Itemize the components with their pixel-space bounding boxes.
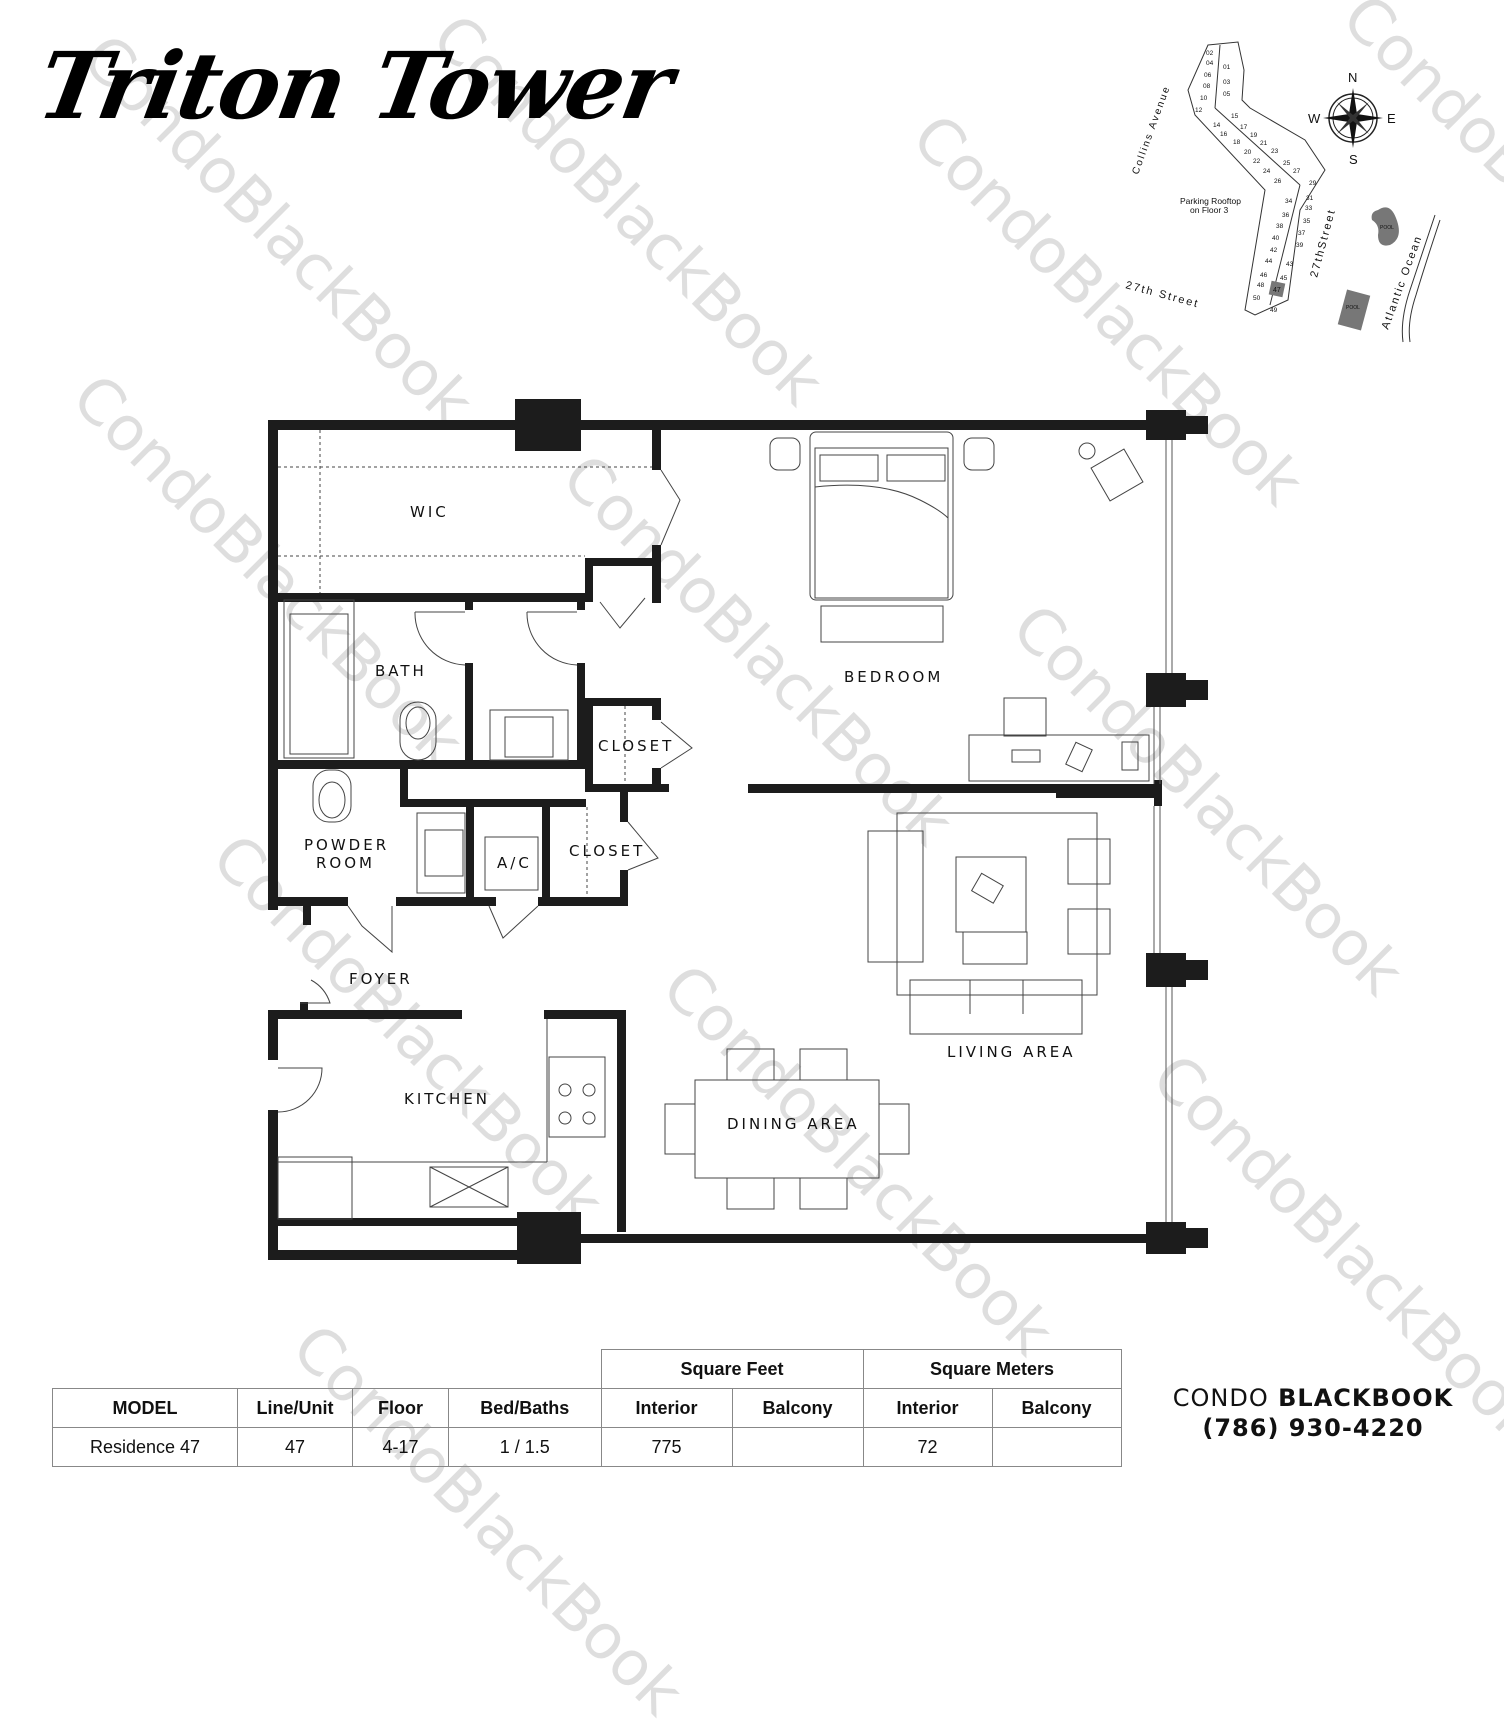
pool-label: POOL xyxy=(1346,305,1360,311)
header-sqft-balcony: Balcony xyxy=(731,1388,864,1428)
room-label-bath: BATH xyxy=(375,662,427,680)
windows xyxy=(1153,440,1173,1222)
room-label-living-area: LIVING AREA xyxy=(947,1043,1076,1061)
svg-text:08: 08 xyxy=(1203,83,1211,90)
brand-name-blackbook: BLACKBOOK xyxy=(1278,1384,1454,1412)
walls xyxy=(268,399,1208,1264)
svg-text:21: 21 xyxy=(1260,140,1268,147)
svg-text:36: 36 xyxy=(1282,212,1290,219)
cell-floor: 4-17 xyxy=(352,1427,449,1467)
svg-text:39: 39 xyxy=(1296,242,1304,249)
cell-sqft-interior: 775 xyxy=(600,1427,733,1467)
svg-text:44: 44 xyxy=(1265,258,1273,265)
group-header-square-feet: Square Feet xyxy=(600,1349,864,1389)
cell-bed-baths: 1 / 1.5 xyxy=(448,1427,602,1467)
brand-name-condo: CONDO xyxy=(1172,1384,1269,1412)
parking-note-line2: on Floor 3 xyxy=(1190,205,1229,215)
header-model: MODEL xyxy=(52,1388,238,1428)
svg-text:38: 38 xyxy=(1276,223,1284,230)
svg-text:06: 06 xyxy=(1204,72,1212,79)
room-label-ac: A/C xyxy=(497,854,532,872)
room-label-bedroom: BEDROOM xyxy=(844,668,943,686)
room-label-foyer: FOYER xyxy=(349,970,413,988)
room-label-closet-1: CLOSET xyxy=(598,737,674,755)
room-label-dining-area: DINING AREA xyxy=(727,1115,860,1133)
svg-text:03: 03 xyxy=(1223,79,1231,86)
svg-text:31: 31 xyxy=(1306,195,1314,202)
svg-text:20: 20 xyxy=(1244,149,1252,156)
highlighted-unit-47 xyxy=(1268,280,1286,298)
svg-text:42: 42 xyxy=(1270,247,1278,254)
room-label-powder-room: ROOM xyxy=(316,854,375,872)
svg-text:10: 10 xyxy=(1200,95,1208,102)
svg-text:12: 12 xyxy=(1195,107,1203,114)
svg-text:26: 26 xyxy=(1274,178,1282,185)
svg-text:19: 19 xyxy=(1250,132,1258,139)
unit-47-label: 47 xyxy=(1273,287,1281,294)
key-plan: 47 02 04 01 06 03 08 05 10 12 14 15 16 17 18 19 20… xyxy=(1124,41,1441,343)
room-label-powder: POWDER xyxy=(304,836,389,854)
svg-text:18: 18 xyxy=(1233,139,1241,146)
compass-w: W xyxy=(1308,111,1321,126)
compass-s: S xyxy=(1349,152,1358,167)
svg-text:35: 35 xyxy=(1303,218,1311,225)
svg-text:17: 17 xyxy=(1240,124,1248,131)
floor-plan: WIC BATH CLOSET BEDROOM POWDER ROOM A/C … xyxy=(268,399,1208,1264)
brand-phone[interactable]: (786) 930-4220 xyxy=(1202,1414,1424,1442)
unit-specs-table: Square Feet Square Meters MODEL Line/Uni… xyxy=(52,1349,1122,1467)
pool-label: POOL xyxy=(1380,225,1394,231)
svg-text:49: 49 xyxy=(1270,307,1278,314)
svg-text:16: 16 xyxy=(1220,131,1228,138)
pool-kidney-icon xyxy=(1371,207,1399,246)
svg-text:14: 14 xyxy=(1213,122,1221,129)
svg-text:23: 23 xyxy=(1271,148,1279,155)
svg-text:43: 43 xyxy=(1286,261,1294,268)
svg-text:40: 40 xyxy=(1272,235,1280,242)
cell-line-unit: 47 xyxy=(237,1427,353,1467)
svg-text:15: 15 xyxy=(1231,113,1239,120)
svg-text:29: 29 xyxy=(1309,180,1317,187)
header-line-unit: Line/Unit xyxy=(237,1388,353,1428)
header-bed-baths: Bed/Baths xyxy=(448,1388,602,1428)
header-floor: Floor xyxy=(352,1388,449,1428)
room-label-kitchen: KITCHEN xyxy=(404,1090,490,1108)
cell-sqft-balcony xyxy=(731,1427,864,1467)
shoreline-2 xyxy=(1408,219,1441,343)
header-sqft-interior: Interior xyxy=(600,1388,733,1428)
svg-text:45: 45 xyxy=(1280,275,1288,282)
header-sqm-balcony: Balcony xyxy=(991,1388,1122,1428)
cell-sqm-interior: 72 xyxy=(862,1427,993,1467)
room-label-closet-2: CLOSET xyxy=(569,842,645,860)
compass-e: E xyxy=(1387,111,1396,126)
pool-rect-icon xyxy=(1337,289,1371,331)
group-header-square-meters: Square Meters xyxy=(862,1349,1122,1389)
svg-text:46: 46 xyxy=(1260,272,1268,279)
cell-model: Residence 47 xyxy=(52,1427,238,1467)
svg-text:04: 04 xyxy=(1206,60,1214,67)
cell-sqm-balcony xyxy=(991,1427,1122,1467)
fixtures xyxy=(277,430,1150,1220)
svg-text:34: 34 xyxy=(1285,198,1293,205)
svg-text:25: 25 xyxy=(1283,160,1291,167)
svg-text:27: 27 xyxy=(1293,168,1301,175)
svg-text:37: 37 xyxy=(1298,230,1306,237)
room-label-wic: WIC xyxy=(410,503,449,521)
brand-block: CONDO BLACKBOOK (786) 930-4220 xyxy=(1148,1383,1478,1443)
svg-text:02: 02 xyxy=(1206,50,1214,57)
svg-text:01: 01 xyxy=(1223,64,1231,71)
compass-n: N xyxy=(1348,70,1357,85)
header-sqm-interior: Interior xyxy=(862,1388,993,1428)
compass-rose-icon xyxy=(1323,88,1383,148)
svg-text:05: 05 xyxy=(1223,91,1231,98)
svg-text:48: 48 xyxy=(1257,282,1265,289)
brand-name: CONDO BLACKBOOK xyxy=(1148,1383,1478,1413)
svg-text:33: 33 xyxy=(1305,205,1313,212)
svg-text:22: 22 xyxy=(1253,158,1261,165)
svg-text:24: 24 xyxy=(1263,168,1271,175)
parking-note-line1: Parking Rooftop xyxy=(1180,196,1241,206)
svg-text:50: 50 xyxy=(1253,295,1261,302)
shoreline xyxy=(1401,214,1436,343)
